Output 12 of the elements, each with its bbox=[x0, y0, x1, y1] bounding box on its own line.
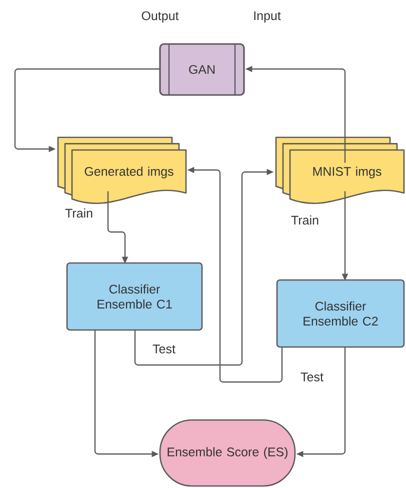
axis-label: Input bbox=[254, 11, 281, 23]
document-stack: MNIST imgs bbox=[275, 136, 405, 204]
document-stack: Generated imgs bbox=[57, 136, 187, 204]
axis-label: Output bbox=[142, 11, 179, 23]
edge-label: Test bbox=[152, 344, 176, 354]
process-box: Classifier Ensemble C1 bbox=[66, 262, 203, 331]
terminal-box: Ensemble Score (ES) bbox=[159, 419, 296, 487]
edge-label: Train bbox=[291, 215, 318, 225]
edge-label: Train bbox=[65, 208, 92, 218]
edge-label: Test bbox=[300, 372, 324, 382]
process-box: Classifier Ensemble C2 bbox=[276, 279, 405, 348]
process-box: GAN bbox=[159, 43, 245, 96]
